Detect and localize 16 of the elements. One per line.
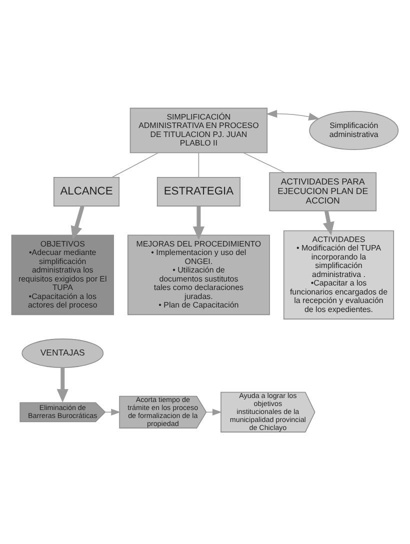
connector bbox=[198, 152, 200, 178]
arrow bbox=[192, 206, 205, 240]
arrow bbox=[56, 367, 68, 402]
arrow bbox=[266, 109, 320, 120]
node-box: ACTIVIDADES PARA EJECUCION PLAN DE ACCION bbox=[269, 172, 377, 211]
node-box: SIMPLIFICACIÓN ADMINISTRATIVA EN PROCESO DE TITULACION PJ. JUAN PLABLO II bbox=[130, 107, 268, 153]
connector bbox=[112, 152, 159, 178]
arrow bbox=[70, 205, 84, 240]
node-ellipse: VENTAJAS bbox=[22, 338, 104, 368]
node-box: MEJORAS DEL PROCEDIMIENTO • Implementacion y uso del ONGEI. • Utilización de documentos sustitutos tales como declaraciones juradas. • Plan de Capacitación bbox=[127, 234, 270, 315]
connector bbox=[243, 152, 286, 172]
node-box: ESTRATEGIA bbox=[156, 176, 240, 206]
node-box: ACTIVIDADES • Modificación del TUPA incorporando la simplificación administrativa . •Capacitar a los funcionarios encargados de la recepción y evaluación de los expedientes. bbox=[283, 230, 394, 319]
node-box: OBJETIVOS •Adecuar mediante simplificación administrativa los requisitos exigidos por El TUPA •Capacitación a los actores del proceso bbox=[11, 234, 114, 315]
arrow bbox=[322, 210, 334, 235]
node-box: ALCANCE bbox=[53, 176, 120, 206]
